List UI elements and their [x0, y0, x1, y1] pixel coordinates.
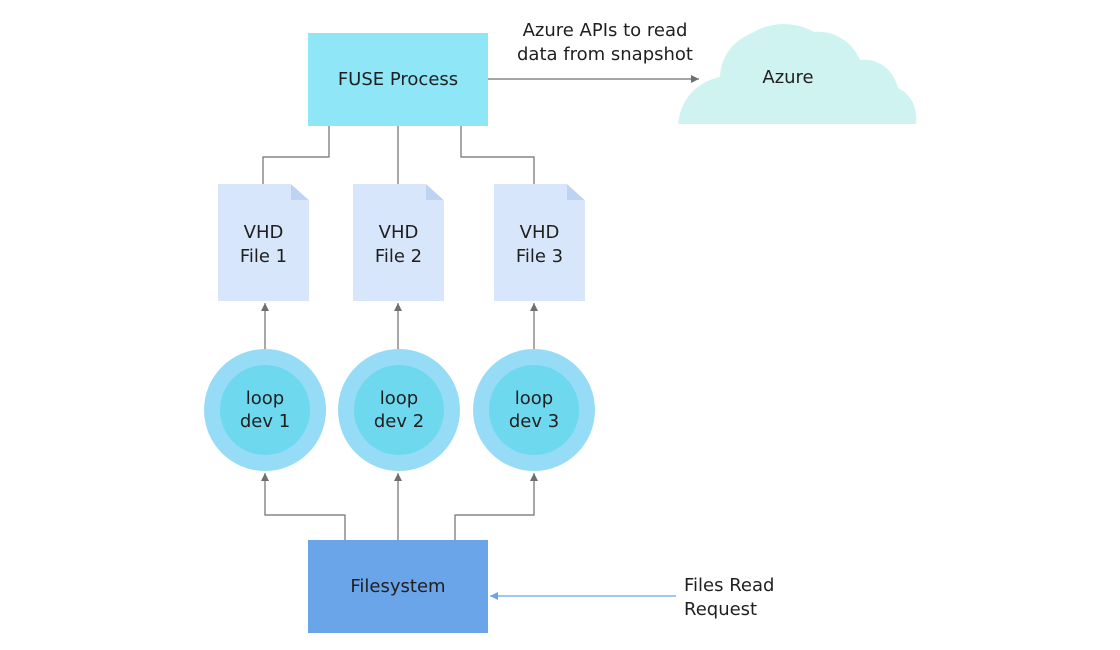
- fuse-process-label: FUSE Process: [337, 69, 459, 90]
- vhd-file-3-line1: VHD: [519, 222, 560, 243]
- loop-dev-1-line1: loop: [245, 388, 285, 409]
- loop-dev-1-core: loop dev 1: [220, 365, 310, 455]
- loop-dev-3-line1: loop: [514, 388, 554, 409]
- azure-api-note-line1: Azure APIs to read: [522, 20, 688, 41]
- fuse-to-vhd1-line: [262, 126, 330, 184]
- vhd-file-1-label: VHD File 1: [218, 221, 309, 269]
- loop-dev-1: loop dev 1: [204, 349, 326, 471]
- loop-dev-3-core: loop dev 3: [489, 365, 579, 455]
- loop-dev-2: loop dev 2: [338, 349, 460, 471]
- azure-cloud-label: Azure: [762, 67, 814, 88]
- azure-api-note: Azure APIs to read data from snapshot: [498, 19, 712, 67]
- fuse-to-vhd3-line: [460, 126, 535, 184]
- fuse-process-box: FUSE Process: [308, 33, 488, 126]
- filesystem-label: Filesystem: [350, 576, 446, 597]
- loop-dev-2-core: loop dev 2: [354, 365, 444, 455]
- files-read-request-line1: Files Read: [684, 575, 775, 596]
- vhd-file-3-line2: File 3: [515, 246, 564, 267]
- files-read-request-note: Files Read Request: [684, 574, 834, 622]
- vhd-file-1-line1: VHD: [243, 222, 284, 243]
- loop-dev-2-line1: loop: [379, 388, 419, 409]
- vhd-file-3: VHD File 3: [494, 184, 585, 301]
- fs-to-loop3-arrow: [454, 473, 538, 540]
- fs-to-loop1-arrow: [261, 473, 346, 540]
- azure-api-note-line2: data from snapshot: [517, 44, 693, 65]
- vhd-file-2-line1: VHD: [378, 222, 419, 243]
- vhd-file-2-label: VHD File 2: [353, 221, 444, 269]
- loop-dev-3: loop dev 3: [473, 349, 595, 471]
- files-read-request-line2: Request: [684, 599, 758, 620]
- loop-dev-2-line2: dev 2: [373, 411, 425, 432]
- filesystem-box: Filesystem: [308, 540, 488, 633]
- vhd-file-2: VHD File 2: [353, 184, 444, 301]
- vhd-file-3-label: VHD File 3: [494, 221, 585, 269]
- vhd-file-2-line2: File 2: [374, 246, 423, 267]
- loop-dev-1-line2: dev 1: [239, 411, 291, 432]
- loop-dev-3-line2: dev 3: [508, 411, 560, 432]
- vhd-file-1: VHD File 1: [218, 184, 309, 301]
- vhd-file-1-line2: File 1: [239, 246, 288, 267]
- azure-cloud-icon: [678, 24, 917, 124]
